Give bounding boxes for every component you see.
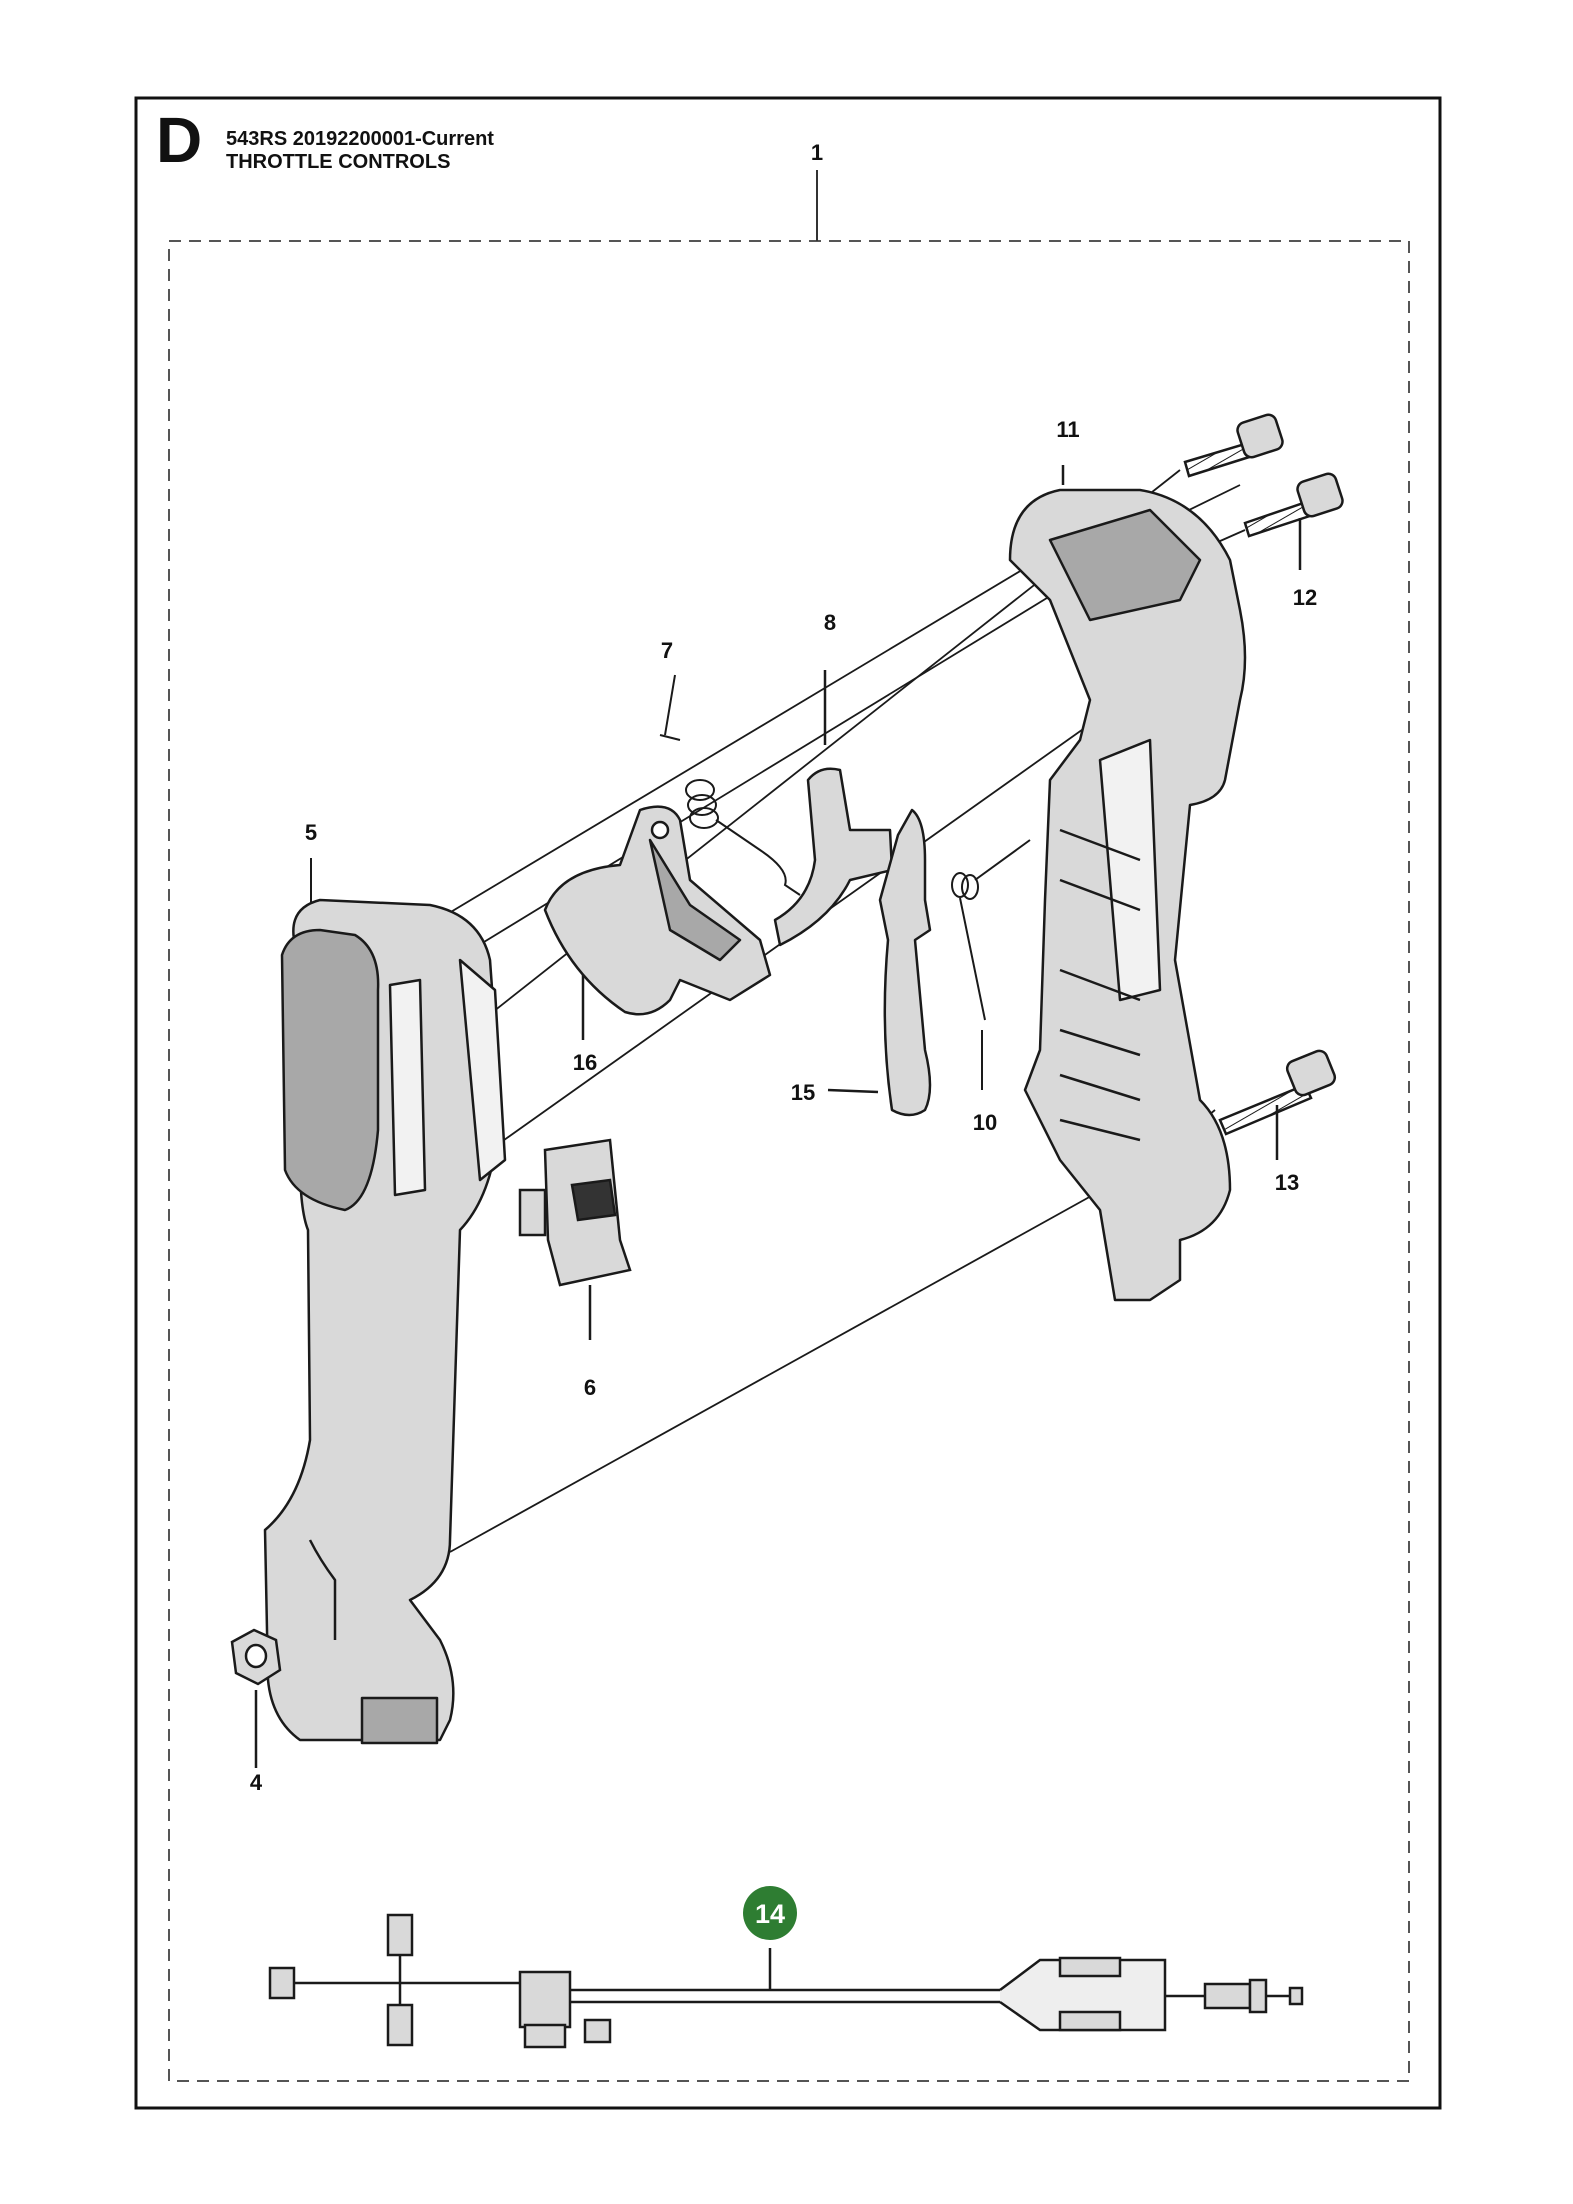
lockout-lever-part	[773, 670, 894, 947]
section-letter: D	[156, 104, 203, 176]
throttle-cable-part	[268, 1913, 1304, 2049]
screws-part-12	[1183, 413, 1344, 570]
callout-13: 13	[1275, 1170, 1299, 1195]
model-line: 543RS 20192200001-Current	[226, 128, 494, 150]
callout-10: 10	[973, 1110, 997, 1135]
callout-7: 7	[661, 638, 673, 663]
return-spring-part	[951, 839, 1031, 1090]
callout-4: 4	[250, 1770, 263, 1795]
spring-part	[659, 674, 801, 896]
callout-12: 12	[1293, 585, 1317, 610]
handle-half-part	[1008, 465, 1247, 1302]
callout-14-badge: 14	[743, 1886, 797, 1940]
callout-1: 1	[811, 140, 823, 165]
outer-frame	[134, 96, 1442, 2110]
screw-part-13	[1218, 1049, 1337, 1160]
callout-5: 5	[305, 820, 317, 845]
callout-14: 14	[755, 1899, 785, 1929]
callout-11: 11	[1056, 417, 1079, 442]
trigger-assembly-part	[543, 805, 772, 1040]
diagram-title: THROTTLE CONTROLS	[226, 151, 451, 173]
nut-part	[230, 1628, 282, 1768]
callout-labels: 1 4 5 6 7 8 10 11 12 13 15 16	[250, 140, 1317, 1795]
throttle-lever-part	[827, 808, 932, 1117]
callout-8: 8	[824, 610, 836, 635]
switch-part	[518, 1138, 632, 1340]
kit-boundary	[168, 240, 1410, 2082]
rear-handle-part	[263, 898, 507, 1745]
callout-15: 15	[791, 1080, 815, 1105]
callout-6: 6	[584, 1375, 596, 1400]
callout-16: 16	[573, 1050, 597, 1075]
